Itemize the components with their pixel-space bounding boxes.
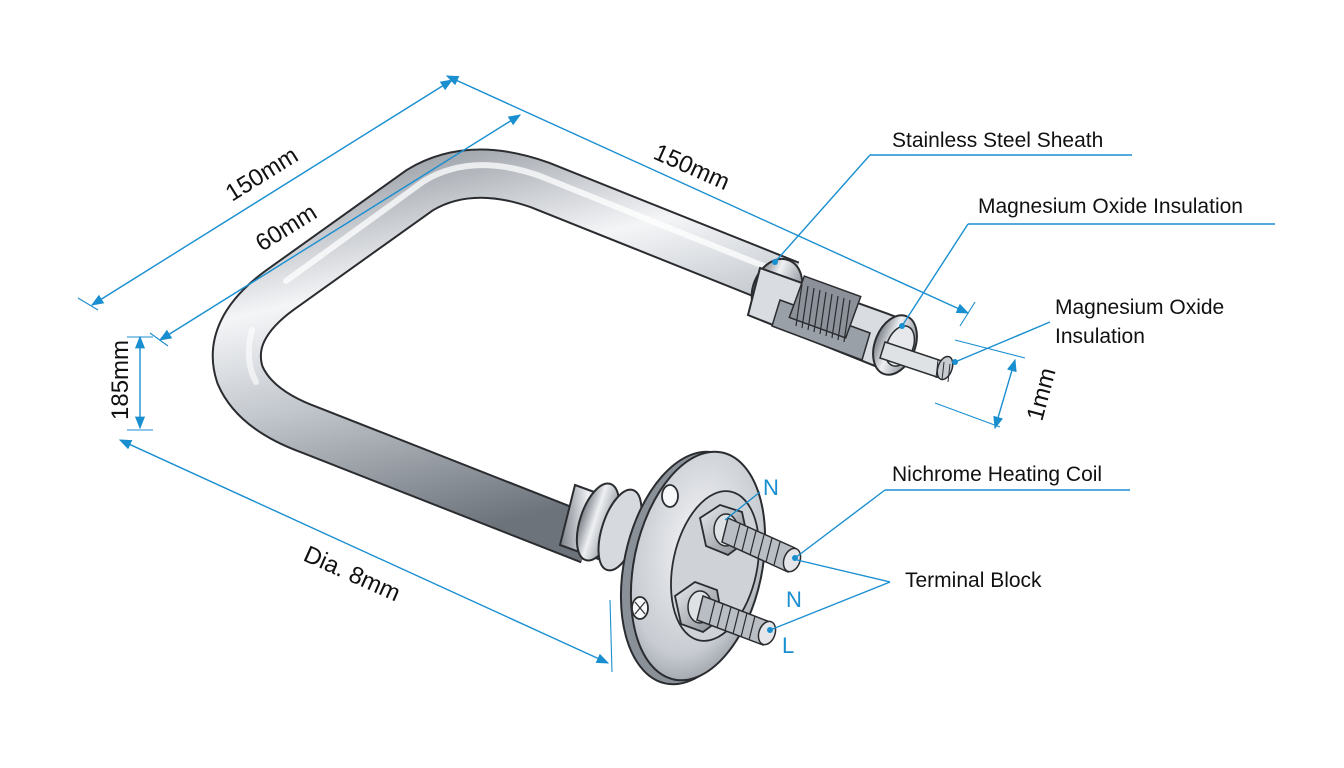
- callout-terminal-block: Terminal Block: [905, 569, 1042, 592]
- dim-diameter: Dia. 8mm: [300, 541, 405, 607]
- callout-leaders: [724, 154, 1275, 633]
- terminal-upper: [698, 504, 802, 574]
- callout-heating-coil: Nichrome Heating Coil: [892, 463, 1102, 486]
- callout-mgo-insulation: Magnesium Oxide Insulation: [978, 195, 1243, 218]
- callout-mgo-line2: Insulation: [1055, 325, 1145, 348]
- dimension-lines: [77, 75, 1026, 673]
- pin-thread: [935, 355, 954, 383]
- callout-sheath: Stainless Steel Sheath: [892, 129, 1103, 152]
- dim-pin-size: 1mm: [1022, 365, 1062, 424]
- flange-assembly: [558, 450, 767, 686]
- terminal-label-live: L: [782, 633, 794, 658]
- callout-mgo-line1: Magnesium Oxide: [1055, 296, 1224, 319]
- callout-mgo-insulation-2: Magnesium Oxide Insulation: [1055, 296, 1230, 348]
- cutaway-section: [746, 257, 954, 383]
- terminal-label-lower-n: N: [786, 587, 802, 612]
- terminal-lower: [673, 580, 777, 646]
- dim-outer-length: 150mm: [221, 142, 303, 207]
- dim-height: 185mm: [107, 340, 134, 420]
- bolt-hole-upper: [661, 484, 679, 508]
- terminal-label-upper-n: N: [763, 475, 779, 500]
